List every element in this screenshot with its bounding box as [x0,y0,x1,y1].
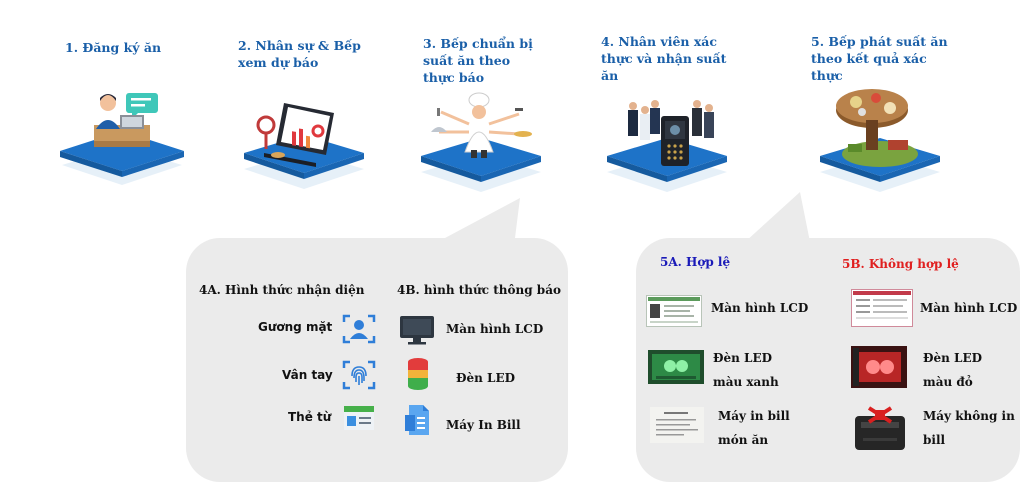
step-1-title: 1. Đăng ký ăn [65,40,162,55]
valid-lcd-label: Màn hình LCD [711,301,809,315]
identification-face-label: Gương mặt [258,320,333,334]
printed-bill-icon [650,407,704,443]
fingerprint-icon [342,360,376,390]
printer-no-bill-icon [855,406,905,450]
identification-fingerprint-label: Vân tay [282,368,333,382]
valid-title: 5A. Hợp lệ [660,255,731,269]
step-4-title: 4. Nhân viên xác thực và nhận suất ăn [601,34,727,83]
notification-printer-label: Máy In Bill [446,418,521,432]
step-5-title: 5. Bếp phát suất ăn theo kết quả xác thự… [811,34,948,83]
valid-led-label: Đèn LED màu xanh [713,351,779,389]
staff-verification-icon [607,100,727,192]
notification-lcd-label: Màn hình LCD [446,322,544,336]
bill-printer-icon [405,405,429,435]
lcd-invalid-icon [851,289,913,327]
led-light-icon [408,358,428,390]
invalid-lcd-label: Màn hình LCD [920,301,1018,315]
valid-printer-label: Máy in bill món ăn [718,409,790,447]
laptop-user-icon [60,93,184,185]
callout-pointer-right [734,192,812,252]
face-scan-icon [342,314,376,344]
identification-title: 4A. Hình thức nhận diện [199,283,365,297]
id-card-icon [344,406,374,430]
notification-led-label: Đèn LED [456,371,516,385]
red-led-icon [851,346,907,388]
food-serving-icon [820,89,940,192]
notification-title: 4B. hình thức thông báo [397,283,561,297]
step-3-title: 3. Bếp chuẩn bị suất ăn theo thực báo [423,36,533,85]
monitor-icon [400,316,434,345]
identification-notification-panel [186,238,568,482]
invalid-printer-label: Máy không in bill [923,409,1015,447]
invalid-led-label: Đèn LED màu đỏ [923,351,983,389]
chef-icon [421,92,541,192]
green-led-icon [648,350,704,384]
identification-card-label: Thẻ từ [288,410,332,424]
dashboard-forecast-icon [244,103,364,189]
lcd-valid-icon [646,295,702,327]
invalid-title: 5B. Không hợp lệ [842,257,959,271]
callout-pointer-left [430,198,520,246]
step-2-title: 2. Nhân sự & Bếp xem dự báo [238,38,361,70]
